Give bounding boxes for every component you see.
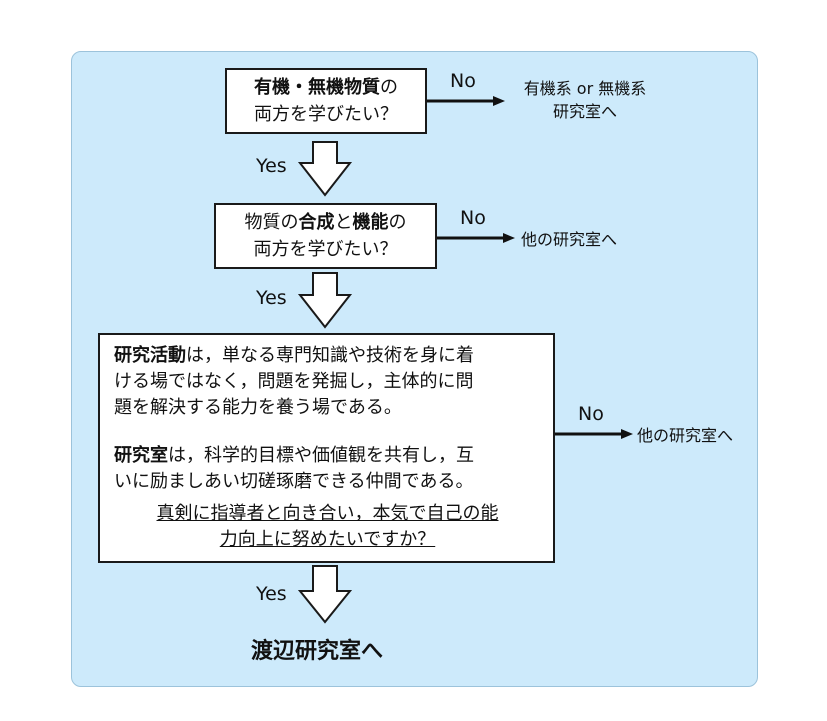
no-destination-3: 他の研究室へ — [637, 426, 734, 445]
yes-label-3: Yes — [256, 583, 287, 605]
question-2-line-1: 物質の合成と機能の — [244, 212, 407, 233]
question-2-line-2: 両方を学びたい？ — [253, 239, 398, 260]
no-arrow-2-head — [503, 233, 515, 243]
no-destination-2: 他の研究室へ — [521, 230, 618, 249]
paragraph-research-activity: 研究活動は，単なる専門知識や技術を身に着ける場ではなく，問題を発掘し，主体的に問… — [114, 345, 474, 418]
question-3-line-2: 力向上に努めたいですか？ — [219, 529, 436, 550]
paragraph-laboratory: 研究室は，科学的目標や価値観を共有し，互いに励ましあい切磋琢磨できる仲間である。 — [114, 445, 474, 492]
question-3-line-1: 真剣に指導者と向き合い，本気で自己の能 — [156, 503, 499, 524]
question-1-line-2: 両方を学びたい？ — [254, 104, 398, 125]
no-destination-1: 有機系 or 無機系 研究室へ — [523, 79, 647, 121]
yes-label-2: Yes — [256, 287, 287, 309]
no-label-3: No — [578, 403, 604, 425]
yes-arrow-1 — [297, 141, 353, 197]
no-label-2: No — [460, 207, 486, 229]
no-label-1: No — [450, 70, 476, 92]
question-box-1: 有機・無機物質の 両方を学びたい？ — [225, 68, 427, 134]
yes-label-1: Yes — [256, 155, 287, 177]
no-arrow-1-head — [493, 96, 505, 106]
final-destination: 渡辺研究室へ — [251, 639, 384, 664]
yes-arrow-3 — [297, 565, 353, 624]
yes-arrow-2 — [297, 272, 353, 329]
question-box-2: 物質の合成と機能の 両方を学びたい？ — [214, 203, 437, 269]
no-arrow-3-head — [621, 429, 633, 439]
question-box-3: 研究活動は，単なる専門知識や技術を身に着ける場ではなく，問題を発掘し，主体的に問… — [98, 333, 555, 563]
question-1-line-1: 有機・無機物質の — [254, 77, 398, 98]
